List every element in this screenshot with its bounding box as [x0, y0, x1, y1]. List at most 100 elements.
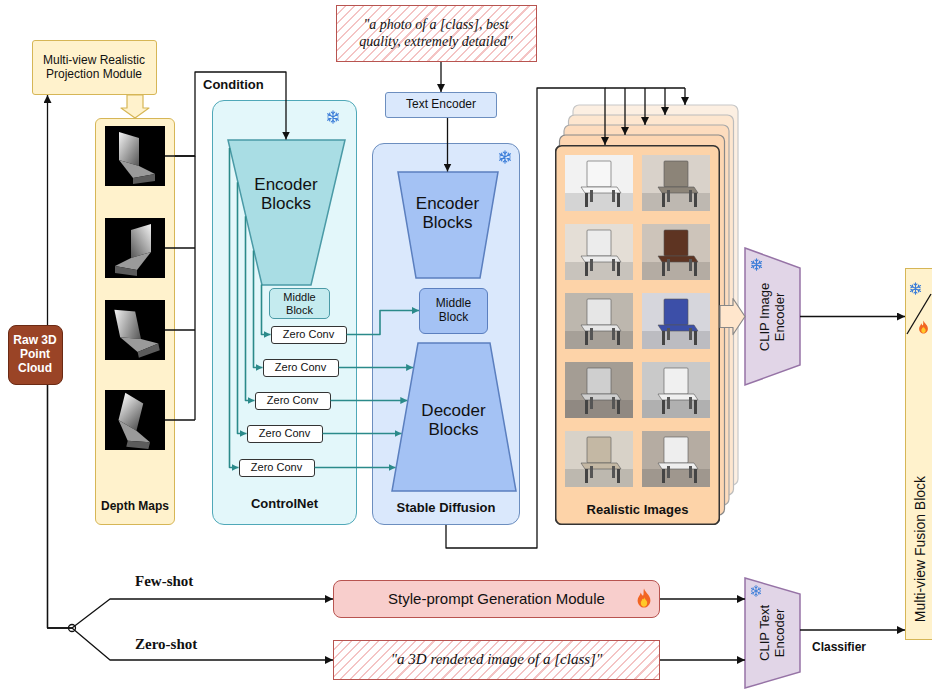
edge-label-holder: Classifier	[812, 641, 866, 655]
image-stack-cards	[564, 125, 729, 505]
realistic-photos	[565, 368, 633, 418]
depth-map-images	[105, 218, 165, 278]
depth-map-images	[105, 390, 165, 450]
block-shape	[745, 248, 800, 385]
node-label: Zero Conv	[275, 361, 326, 374]
connector-arrow	[660, 598, 745, 599]
connector-arrow	[447, 118, 448, 172]
block-arrow	[720, 299, 745, 335]
edge-label: Condition	[203, 78, 264, 93]
realistic-photos	[642, 362, 710, 418]
realistic-photos	[565, 299, 633, 349]
controlnet-panel: Encoder BlocksMiddle BlockZero ConvZero …	[212, 100, 357, 525]
connector-arrow	[331, 400, 408, 402]
frozen-icons	[751, 586, 760, 597]
decoder-block: Decoder Blocks	[392, 343, 516, 491]
connector-arrow	[254, 250, 263, 367]
image-stack-cards	[556, 146, 720, 525]
connector-arrow	[800, 629, 905, 630]
frozen-icons	[751, 259, 761, 271]
node-label: Zero Conv	[267, 394, 318, 407]
edge-label-holder: Condition	[203, 78, 264, 93]
depth-map-images	[105, 126, 165, 452]
frozen-trainable-divider	[907, 294, 931, 334]
image-stack-cards	[573, 105, 738, 485]
realistic-photos	[642, 437, 710, 487]
clip-text-encoder: CLIP Text Encoder	[745, 578, 800, 688]
encoder-block: Encoder Blocks	[398, 172, 498, 278]
depth-map-images	[105, 218, 165, 278]
connector-arrow	[246, 216, 255, 400]
realistic-photos	[565, 431, 633, 487]
connector-arrow	[230, 148, 239, 467]
realistic-photos	[642, 362, 710, 418]
realistic-photos	[565, 224, 633, 280]
block-arrow	[121, 95, 149, 118]
node-label: Realistic Images	[587, 503, 689, 518]
realistic-photos	[565, 293, 633, 349]
frozen-icons	[910, 283, 920, 295]
stack-feed-arrows	[624, 88, 625, 135]
node-label: Raw 3D Point Cloud	[12, 334, 59, 375]
node-label: CLIP Text Encoder	[758, 597, 788, 669]
node-label: Zero Conv	[259, 427, 310, 440]
connector-arrow	[175, 72, 286, 156]
prompt-box: "a photo of a [class], best quality, ext…	[336, 5, 537, 62]
edge-label: Few-shot	[135, 573, 193, 590]
depth-map-images	[114, 302, 160, 360]
zero-conv-box: Zero Conv	[247, 425, 323, 443]
style-prompt-box: Style-prompt Generation Module	[333, 580, 660, 618]
connector-arrow	[347, 311, 420, 335]
block-shape	[228, 140, 345, 285]
stack-feed-arrows	[684, 88, 685, 105]
module-box: Multi-view Realistic Projection Module	[32, 40, 157, 95]
connector-arrow	[48, 385, 334, 628]
node-label: Zero Conv	[283, 328, 334, 341]
block-shape	[398, 172, 498, 278]
realistic-photos	[565, 230, 633, 280]
depth-map-images	[115, 224, 151, 276]
connector-arrow	[48, 385, 334, 660]
realistic-photos	[642, 293, 710, 349]
node-label: Text Encoder	[406, 98, 476, 112]
node-label: Depth Maps	[101, 500, 169, 514]
stack-feed-arrows	[605, 87, 685, 88]
node-label: "a 3D rendered image of a [class]"	[391, 651, 602, 668]
depth-map-images	[105, 390, 165, 452]
frozen-icons	[500, 151, 511, 164]
node-label: ControlNet	[251, 497, 318, 512]
realistic-photos	[642, 224, 710, 280]
realistic-photos	[565, 155, 633, 211]
connector-arrow	[339, 367, 414, 369]
node-label: Middle Block	[272, 291, 327, 316]
realistic-photos	[565, 362, 633, 418]
switch-pivot	[69, 625, 76, 632]
connector-arrow	[262, 285, 271, 335]
block-shape	[392, 343, 516, 491]
realistic-photos	[565, 362, 633, 418]
connector-arrow	[47, 95, 48, 325]
trainable-icons	[638, 320, 928, 607]
image-stack-cards	[560, 135, 725, 515]
realistic-photos	[642, 230, 710, 280]
realistic-photos	[642, 368, 710, 418]
clip-image-encoder: CLIP Image Encoder	[745, 248, 800, 385]
realistic-photos	[565, 224, 633, 280]
connector-arrow	[446, 88, 605, 548]
zero-conv-box: Zero Conv	[271, 326, 347, 344]
connector-arrow	[315, 467, 396, 469]
input-box: Raw 3D Point Cloud	[8, 325, 63, 385]
frozen-icons	[328, 111, 921, 597]
realistic-photos	[565, 293, 633, 349]
prompt-box: "a 3D rendered image of a [class]"	[333, 640, 660, 680]
connector-arrow	[440, 62, 441, 92]
block-shape	[745, 578, 800, 688]
edge-label-holder: Zero-shot	[135, 636, 197, 653]
middle-block: Middle Block	[269, 288, 330, 319]
edge-label: Zero-shot	[135, 636, 197, 653]
depth-map-images	[105, 126, 165, 186]
trainable-icons	[638, 588, 651, 607]
connector-group	[48, 62, 906, 660]
trainable-icons	[919, 320, 928, 333]
